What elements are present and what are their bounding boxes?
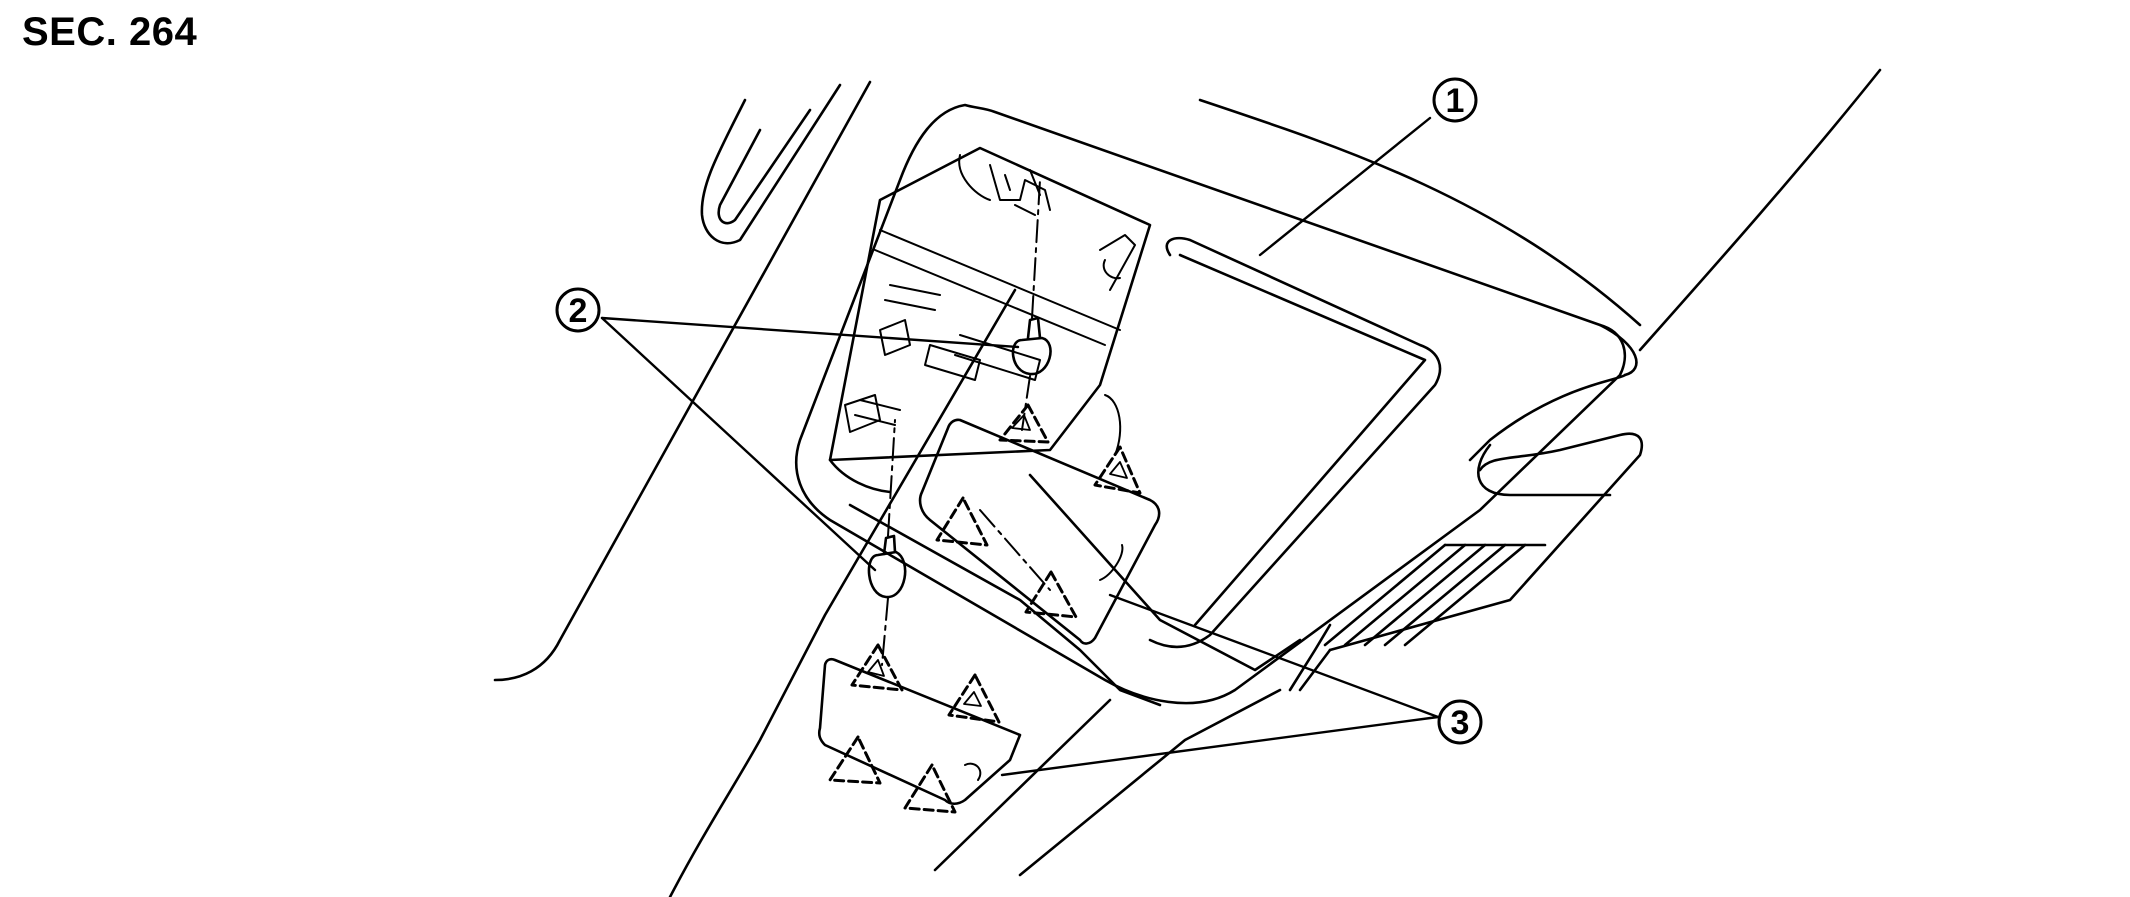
clip-marker	[1093, 445, 1142, 495]
section-code: SEC. 264	[22, 10, 198, 54]
svg-text:1: 1	[1446, 82, 1465, 120]
lens-lower	[817, 657, 1022, 806]
clip-marker	[998, 403, 1050, 444]
clip-marker	[828, 735, 882, 785]
housing-internal-details	[844, 154, 1136, 456]
clip-marker	[947, 673, 1001, 724]
svg-text:3: 3	[1451, 704, 1470, 742]
clip-marker	[935, 496, 989, 547]
clip-marker	[850, 643, 904, 692]
clip-marker	[1024, 570, 1078, 619]
clip-marker	[903, 763, 957, 814]
lens-upper	[918, 418, 1161, 645]
leader-lines	[600, 116, 1440, 777]
clip-markers	[828, 403, 1142, 814]
callout-2: 2	[555, 287, 601, 333]
callout-1: 1	[1432, 77, 1478, 123]
headliner-outline	[493, 68, 1882, 897]
map-lamp-housing	[795, 103, 1644, 707]
svg-text:2: 2	[569, 292, 588, 330]
callout-3: 3	[1437, 699, 1483, 745]
